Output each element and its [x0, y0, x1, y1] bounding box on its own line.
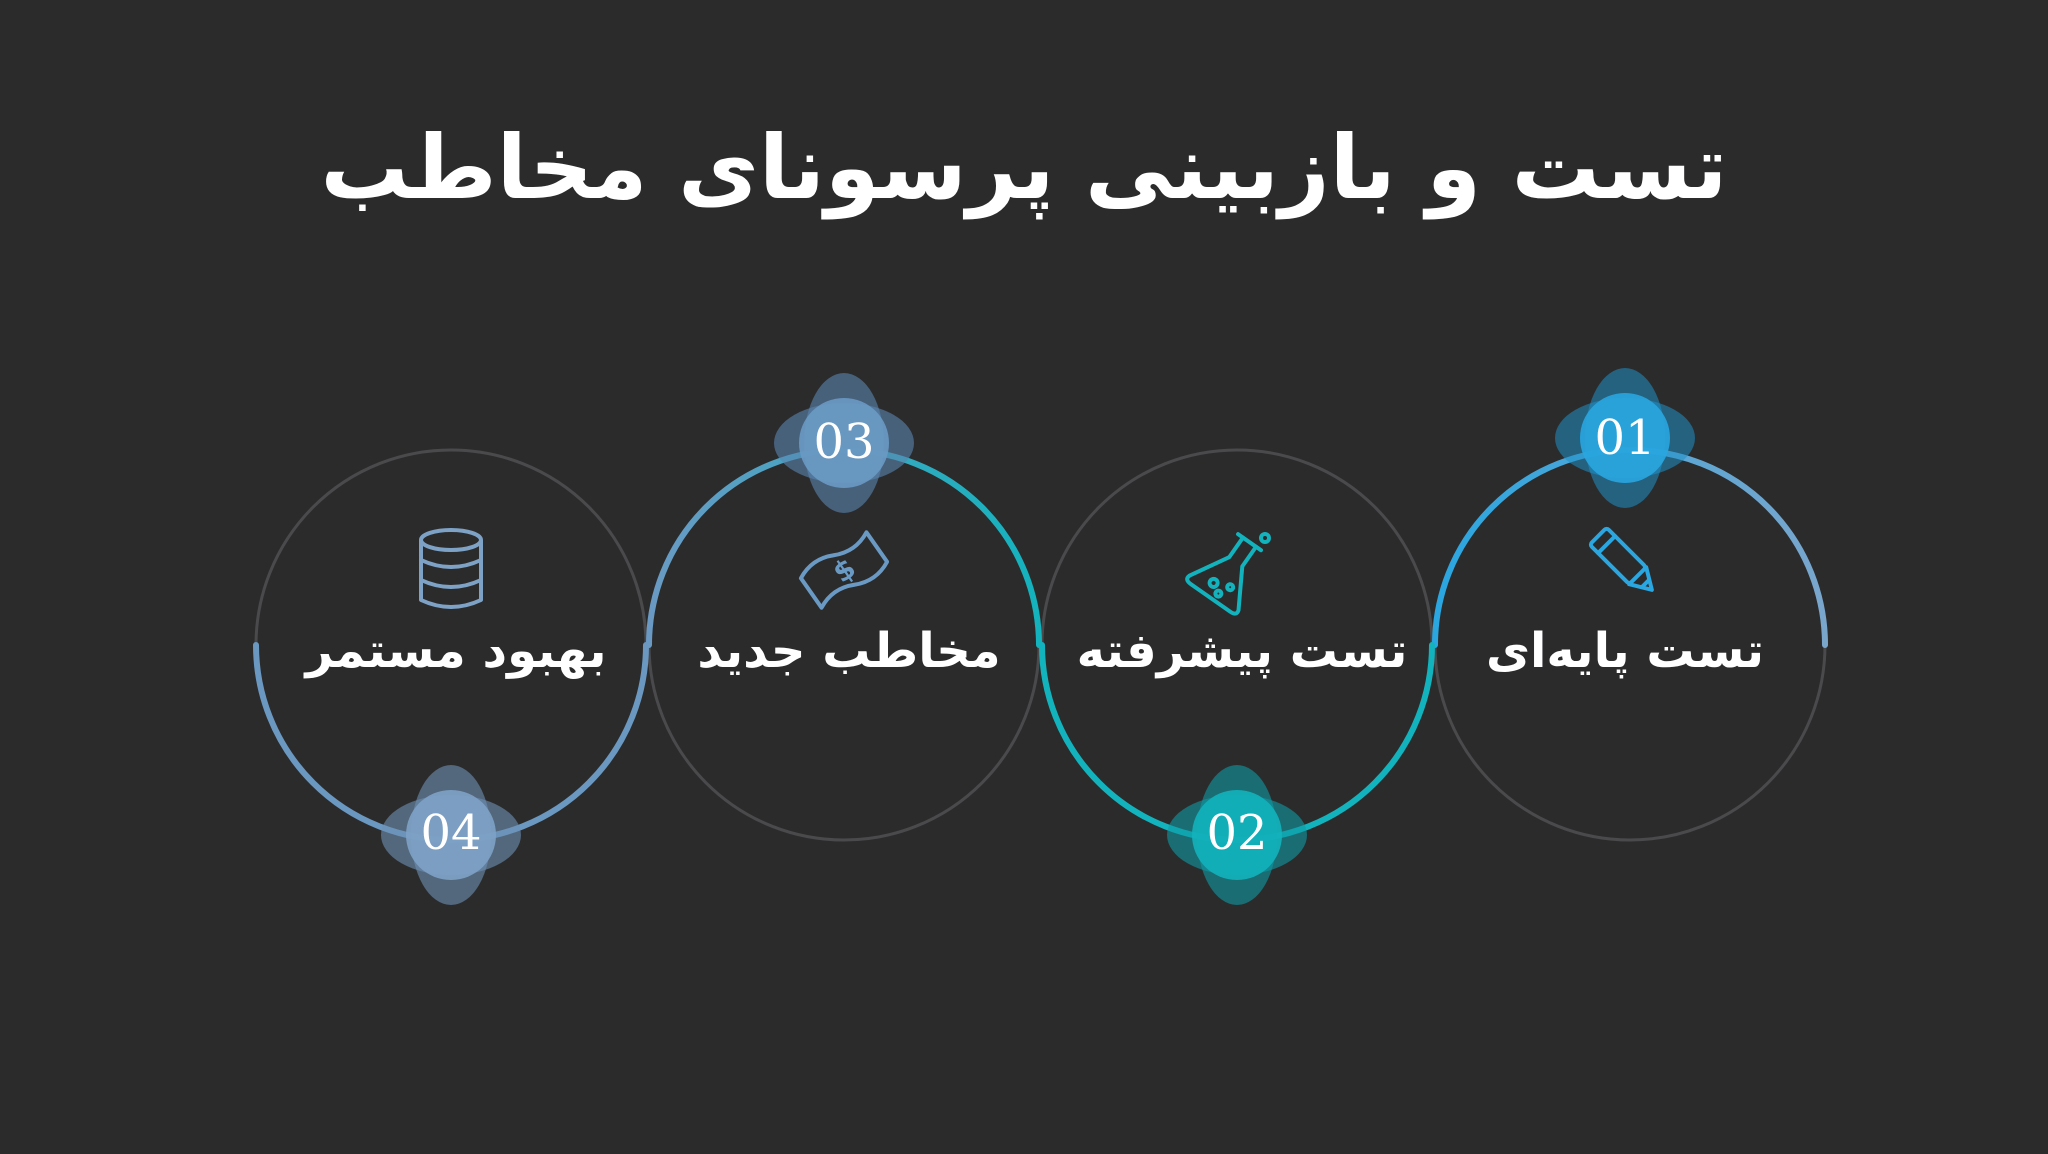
badge-step-4: [381, 765, 521, 905]
database-icon: [419, 528, 483, 609]
step-number-3: 03: [813, 414, 875, 470]
step-number-2: 02: [1206, 805, 1268, 861]
diagram-title: تست و بازبینی پرسونای مخاطب: [320, 116, 1728, 219]
badge-step-2: [1167, 765, 1307, 905]
step-label-2: تست پیشرفته: [1076, 623, 1408, 680]
badge-step-1: [1555, 368, 1695, 508]
step-label-1: تست پایه‌ای: [1485, 623, 1764, 680]
step-label-4: بهبود مستمر: [305, 623, 607, 680]
step-number-1: 01: [1594, 410, 1656, 466]
step-label-3: مخاطب جدید: [697, 623, 1001, 680]
pencil-icon: [1588, 526, 1654, 592]
step-number-4: 04: [420, 805, 482, 861]
money-bill-icon: $: [798, 530, 890, 610]
badge-step-3: [774, 373, 914, 513]
flask-icon: [1185, 532, 1271, 616]
